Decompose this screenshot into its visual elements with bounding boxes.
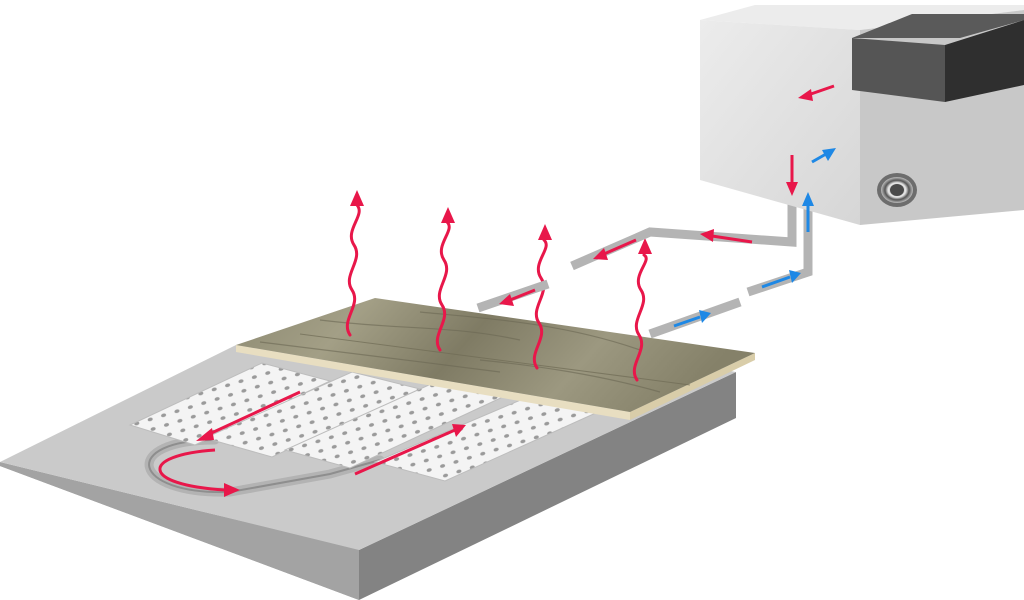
heat-wave-arrow-icon [436, 207, 455, 352]
flow-direction-arrow-icon [811, 148, 836, 164]
flow-direction-arrow-icon [798, 84, 835, 101]
floor-board-side [630, 353, 755, 420]
flow-direction-arrow-icon [761, 270, 801, 289]
heat-wave-arrow-icon [633, 238, 652, 382]
boiler-cap-side [945, 20, 1024, 102]
floor-board-seam [299, 333, 691, 386]
flow-direction-arrow-icon [802, 192, 814, 232]
heating-pipe-loop [144, 435, 385, 497]
boiler-top [700, 5, 1024, 30]
flow-direction-arrow-icon [196, 390, 301, 441]
heat-waves [346, 190, 652, 382]
wood-floor-board [236, 298, 755, 420]
boiler-front [700, 20, 860, 225]
flow-direction-arrow-icon [786, 155, 798, 196]
flow-direction-arrow-icon [673, 310, 711, 328]
flow-direction-arrow-icon [499, 288, 536, 306]
heat-wave-arrow-icon [533, 224, 552, 370]
boiler-unit [700, 5, 1024, 225]
mat-flow-arrows [158, 390, 466, 497]
wood-grain [259, 311, 661, 393]
slab-front-face-main [0, 462, 359, 600]
flow-direction-arrow-icon [700, 229, 753, 244]
flow-direction-arrow-icon [158, 448, 240, 497]
boiler-cap-top [852, 14, 1024, 38]
flow-direction-arrow-icon [354, 424, 466, 476]
pipe-flow-arrows [499, 84, 836, 328]
heat-wave-arrow-icon [346, 190, 364, 337]
boiler-cap-front [852, 38, 945, 102]
pipe-loop-curve-shade [148, 439, 381, 494]
boiler-outlet-icon [877, 173, 917, 207]
heating-mat-1 [128, 362, 332, 446]
floor-board-edge [236, 345, 630, 420]
slab-side-face [359, 372, 736, 600]
supply-pipe-segment-1 [476, 279, 550, 313]
flow-direction-arrow-icon [593, 238, 637, 260]
